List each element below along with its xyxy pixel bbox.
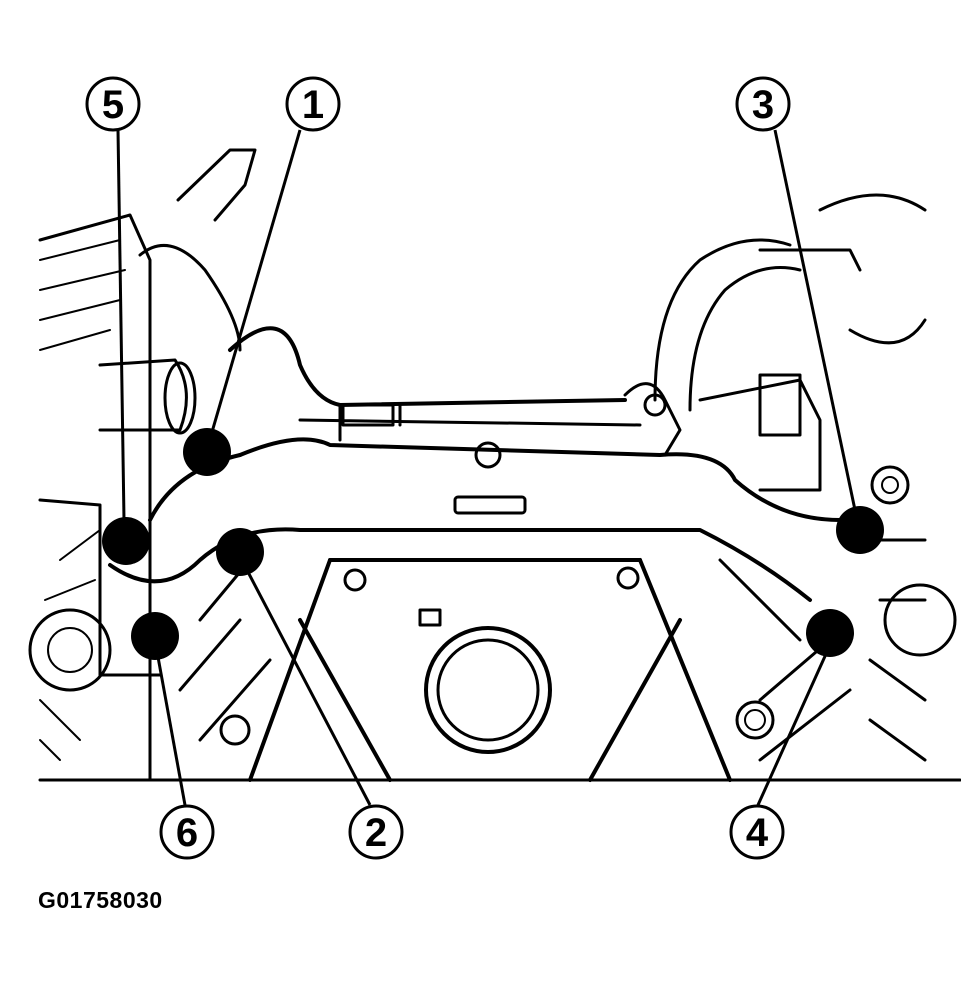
callout-6-label: 6 bbox=[176, 811, 198, 855]
bolt-1 bbox=[183, 428, 231, 476]
bolt-heads bbox=[102, 428, 884, 660]
bolt-5 bbox=[102, 517, 150, 565]
bolt-2 bbox=[216, 528, 264, 576]
callout-4: 4 bbox=[729, 804, 785, 860]
callout-6: 6 bbox=[159, 804, 215, 860]
leader-lines bbox=[116, 129, 857, 806]
callout-2: 2 bbox=[348, 804, 404, 860]
leader-4 bbox=[756, 653, 828, 806]
callout-1-label: 1 bbox=[302, 83, 324, 127]
callout-5: 5 bbox=[85, 76, 141, 132]
leader-6 bbox=[156, 656, 187, 806]
callout-4-label: 4 bbox=[746, 811, 769, 855]
leader-3 bbox=[773, 129, 857, 511]
bolt-6 bbox=[131, 612, 179, 660]
bolt-3 bbox=[836, 506, 884, 554]
bolt-4 bbox=[806, 609, 854, 657]
leader-5 bbox=[116, 129, 126, 521]
leader-1 bbox=[210, 129, 302, 433]
callout-3: 3 bbox=[735, 76, 791, 132]
leader-2 bbox=[246, 571, 372, 806]
callout-2-label: 2 bbox=[365, 811, 387, 855]
callout-1: 1 bbox=[285, 76, 341, 132]
callout-5-label: 5 bbox=[102, 83, 124, 127]
callout-3-label: 3 bbox=[752, 83, 774, 127]
figure-code: G01758030 bbox=[38, 887, 163, 913]
engine-line-art bbox=[28, 148, 961, 782]
